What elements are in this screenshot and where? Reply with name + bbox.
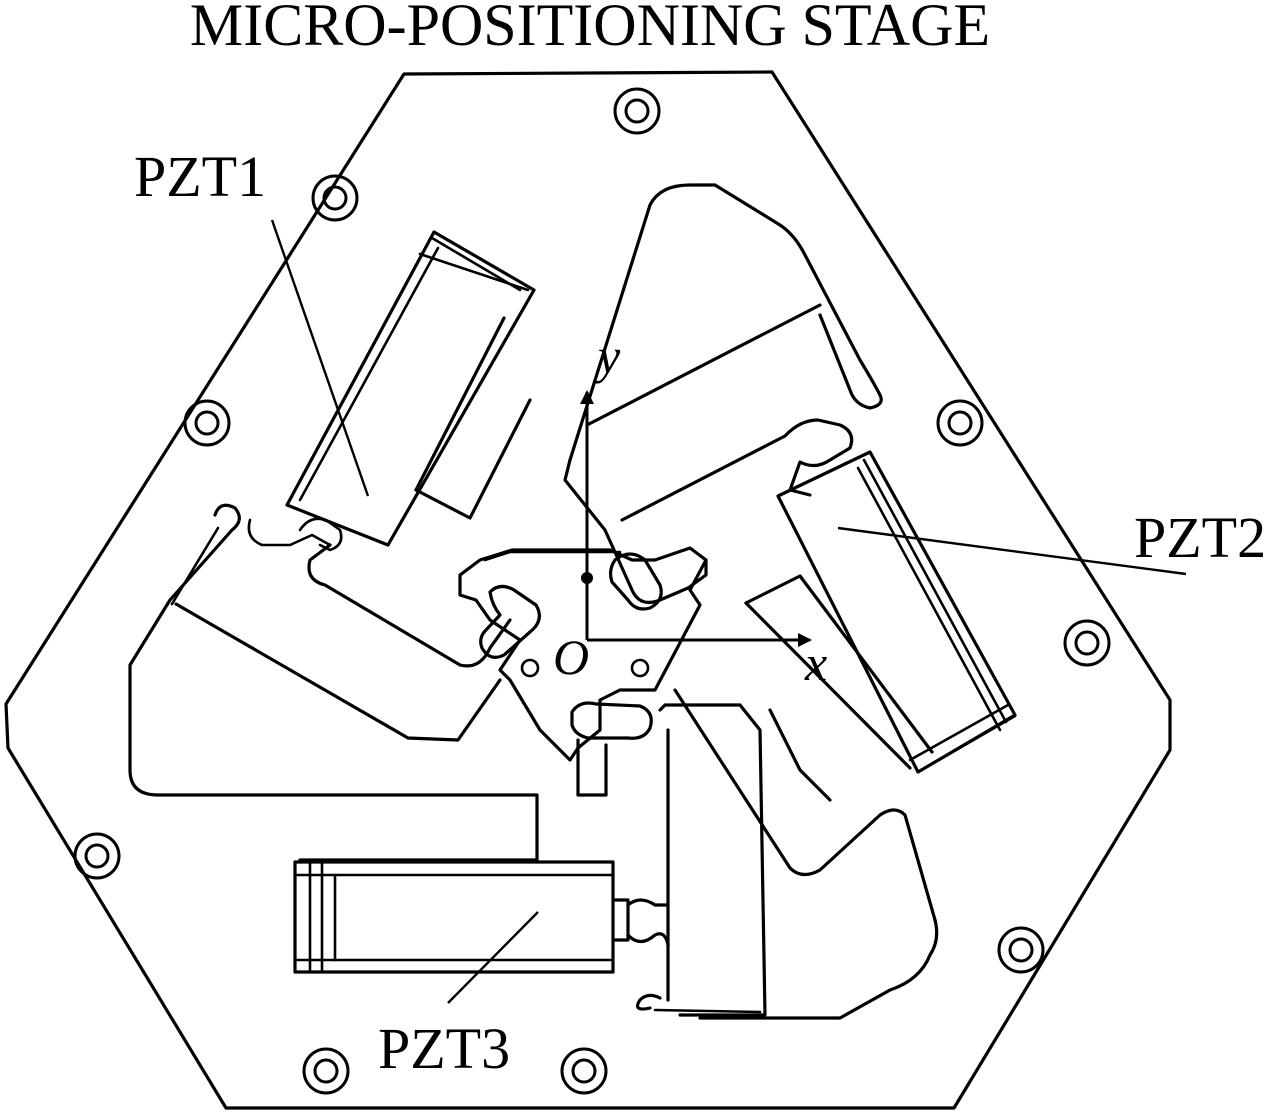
pzt1-flexure-link	[307, 543, 512, 668]
mounting-hole-icon	[613, 87, 661, 135]
center-hinge-left	[479, 584, 541, 659]
pzt1-label: PZT1	[134, 144, 266, 209]
mounting-hole-icon	[936, 399, 984, 447]
platform-hole	[630, 658, 650, 678]
pzt2-actuator	[744, 450, 1017, 774]
pzt2-flexure-diagonal	[585, 303, 822, 427]
mounting-hole-icon	[560, 1047, 608, 1095]
right-inner-flexure	[673, 688, 939, 1020]
pzt1-actuator	[247, 230, 536, 547]
pzt2-link-arm	[620, 418, 854, 522]
left-inner-edge	[170, 526, 220, 606]
y-axis-label: y	[593, 328, 621, 384]
left-cutout	[128, 503, 539, 862]
mounting-hole-icon	[183, 399, 231, 447]
pzt3-base-hook	[636, 993, 662, 1011]
mounting-hole-icon	[997, 926, 1045, 974]
center-platform	[458, 546, 708, 762]
mounting-hole-icon	[1063, 619, 1111, 667]
pzt3-label: PZT3	[378, 1016, 510, 1081]
diagram-title: MICRO-POSITIONING STAGE	[190, 0, 990, 58]
pzt1-hinge	[298, 517, 343, 552]
x-axis-label: x	[804, 635, 827, 691]
pzt2-label: PZT2	[1134, 505, 1266, 570]
left-flexure-line	[174, 602, 502, 742]
pzt3-support-frame	[658, 703, 767, 1017]
platform-inner-line	[483, 550, 622, 562]
mounting-holes	[73, 87, 1111, 1095]
stage-outer-frame	[4, 70, 1172, 1110]
mounting-hole-icon	[73, 832, 121, 880]
pzt3-support-base	[653, 1008, 762, 1014]
platform-hole	[520, 658, 540, 678]
pzt2-flexure-arm	[568, 183, 883, 462]
center-stem	[576, 738, 608, 797]
origin-label: O	[553, 629, 589, 685]
mounting-hole-icon	[311, 174, 359, 222]
pzt3-leader-line	[447, 911, 539, 1004]
center-hinge-bottom	[570, 701, 653, 740]
center-hinge-right	[608, 552, 663, 611]
pzt1-leader-line	[270, 219, 370, 497]
right-inner-edge	[768, 708, 832, 802]
pzt2-leader-line	[837, 526, 1187, 576]
pzt2-flexure-lower	[563, 458, 708, 604]
mounting-hole-icon	[302, 1047, 350, 1095]
pzt3-actuator	[293, 860, 670, 974]
